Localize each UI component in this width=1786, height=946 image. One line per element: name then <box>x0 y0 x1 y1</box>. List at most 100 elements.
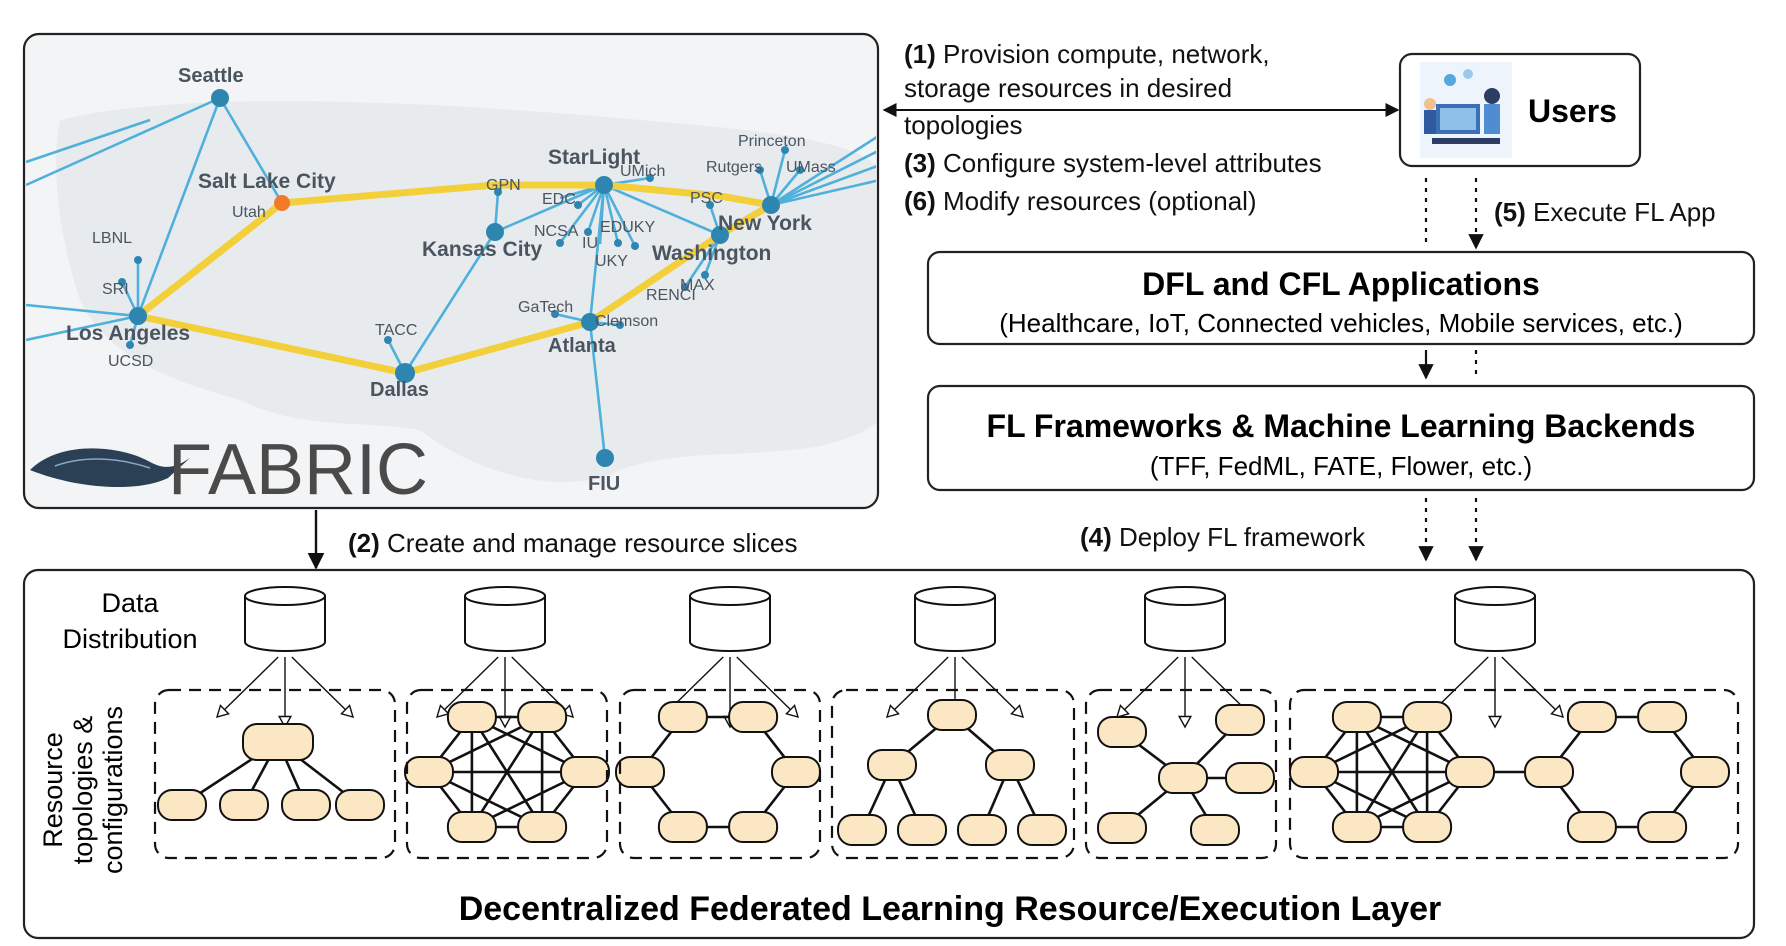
compute-node <box>1637 701 1688 733</box>
compute-node <box>242 723 314 761</box>
label-salt-lake-city: Salt Lake City <box>198 170 336 193</box>
database-icon <box>1427 586 1563 727</box>
label-clemson: Clemson <box>595 313 658 330</box>
label-dallas: Dallas <box>370 379 429 401</box>
compute-node <box>1097 716 1147 748</box>
compute-node <box>1445 756 1495 788</box>
label-umass: UMass <box>786 159 836 176</box>
topology-frame-hierarchical <box>830 688 1076 860</box>
label-renci: RENCI <box>646 287 696 304</box>
label-seattle: Seattle <box>178 65 244 87</box>
step1-line3: topologies <box>904 110 1023 140</box>
label-rutgers: Rutgers <box>706 159 762 176</box>
label-max: MAX <box>680 277 715 294</box>
label-princeton: Princeton <box>738 133 806 150</box>
topology-star <box>1097 586 1275 846</box>
compute-node <box>1524 756 1574 788</box>
step6-text: (6) Modify resources (optional) <box>904 186 1257 216</box>
label-gpn: GPN <box>486 177 521 194</box>
compute-node <box>560 756 610 788</box>
compute-node <box>1637 811 1688 843</box>
label-iu: IU <box>582 235 598 252</box>
compute-node <box>1289 756 1339 788</box>
data-distribution-label-2: Distribution <box>62 624 197 654</box>
compute-node <box>517 811 568 843</box>
compute-node <box>1331 701 1382 733</box>
compute-node <box>219 789 269 821</box>
step3-text: (3) Configure system-level attributes <box>904 148 1322 178</box>
label-gatech: GaTech <box>518 299 573 316</box>
label-edc: EDC <box>542 191 576 208</box>
compute-node <box>1097 812 1147 844</box>
topology-groups <box>153 586 1740 860</box>
label-new-york: New York <box>718 212 812 235</box>
applications-subtitle: (Healthcare, IoT, Connected vehicles, Mo… <box>999 308 1683 338</box>
compute-node <box>927 699 977 731</box>
topology-hierarchical <box>837 586 1067 846</box>
compute-node <box>1158 762 1208 794</box>
distribution-arrow <box>887 656 949 717</box>
topologies-label-2: topologies & <box>68 716 98 865</box>
compute-node <box>985 749 1035 781</box>
compute-node <box>1566 811 1617 843</box>
execution-layer: Data Distribution Resource topologies & … <box>22 568 1756 940</box>
label-washington: Washington <box>652 242 771 265</box>
label-starlight: StarLight <box>548 146 640 169</box>
step1-line1: (1) Provision compute, network, <box>904 39 1270 69</box>
compute-node <box>1402 811 1453 843</box>
utah-node <box>274 195 290 211</box>
compute-node <box>335 789 385 821</box>
step-annotations: (1) Provision compute, network, storage … <box>348 39 1716 558</box>
distribution-arrow <box>217 656 279 717</box>
label-kansas-city: Kansas City <box>422 238 543 261</box>
compute-node <box>657 811 708 843</box>
distribution-arrow <box>1117 656 1179 717</box>
topologies-label-1: Resource <box>38 732 68 848</box>
distribution-arrow <box>437 656 499 717</box>
users-box: Users <box>1398 52 1642 168</box>
label-tacc: TACC <box>375 322 417 339</box>
label-los-angeles: Los Angeles <box>66 322 190 345</box>
compute-node <box>517 701 568 733</box>
label-eduky: EDUKY <box>600 219 655 236</box>
distribution-arrow <box>736 656 798 717</box>
topologies-label: Resource topologies & configurations <box>38 706 128 874</box>
compute-node <box>867 749 917 781</box>
compute-node <box>1680 756 1730 788</box>
database-icon <box>217 586 353 727</box>
compute-node <box>1402 701 1453 733</box>
backbone-west <box>135 200 285 319</box>
distribution-arrow <box>961 656 1023 717</box>
execution-layer-title: Decentralized Federated Learning Resourc… <box>459 890 1442 928</box>
compute-node <box>1190 814 1240 846</box>
compute-node <box>404 756 454 788</box>
compute-node <box>728 701 779 733</box>
compute-node <box>446 701 497 733</box>
compute-node <box>771 756 821 788</box>
compute-node <box>657 701 708 733</box>
continent-shape <box>56 101 876 483</box>
label-fiu: FIU <box>588 473 620 495</box>
distribution-arrow <box>1501 656 1563 717</box>
frameworks-frame <box>926 384 1756 492</box>
database-icon <box>662 586 798 727</box>
compute-node <box>1215 704 1265 736</box>
applications-box: DFL and CFL Applications (Healthcare, Io… <box>926 250 1756 346</box>
applications-frame <box>926 250 1756 346</box>
city-labels: Seattle Salt Lake City Utah LBNL SRI Los… <box>66 65 836 495</box>
fabric-logo: FABRIC <box>30 430 428 506</box>
label-uky: UKY <box>595 253 628 270</box>
frameworks-box: FL Frameworks & Machine Learning Backend… <box>926 384 1756 492</box>
label-psc: PSC <box>690 190 723 207</box>
compute-node <box>281 789 331 821</box>
topology-frame-centralized <box>153 688 397 860</box>
map-nodes <box>118 89 804 467</box>
topology-frame-ring <box>618 688 822 860</box>
data-distribution-label-1: Data <box>101 588 159 618</box>
compute-node <box>957 814 1007 846</box>
compute-node <box>1017 814 1067 846</box>
compute-node <box>1566 701 1617 733</box>
topologies-label-3: configurations <box>98 706 128 874</box>
topology-frame-full-mesh <box>405 688 609 860</box>
